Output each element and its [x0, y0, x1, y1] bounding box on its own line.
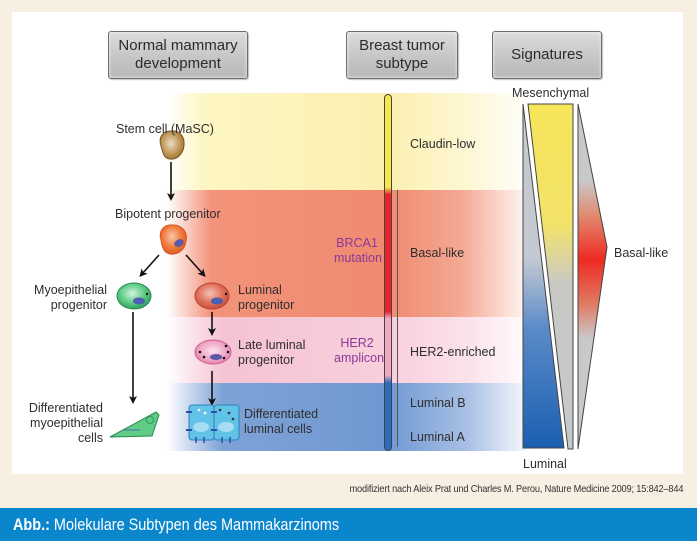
myoepithelial-progenitor-icon: [116, 282, 152, 310]
luminal-progenitor-icon: [194, 282, 230, 310]
figure-caption-bar: Abb.: Molekulare Subtypen des Mammakarzi…: [0, 508, 697, 541]
arrow-to-myoepithelial: [139, 254, 160, 277]
subtype-claudin-low: Claudin-low: [410, 137, 476, 151]
bipotent-progenitor-icon: [159, 224, 187, 255]
late-luminal-progenitor-icon: [194, 339, 232, 365]
stem-cell-icon: [159, 130, 185, 160]
signature-mesenchymal-label: Mesenchymal: [512, 86, 590, 100]
subtype-luminal-a: Luminal A: [410, 430, 465, 444]
signature-luminal-label: Luminal: [523, 457, 567, 471]
arrow-to-luminal: [185, 254, 206, 277]
signature-basal-like-triangle: [577, 103, 608, 450]
subtype-basal-like: Basal-like: [410, 246, 465, 260]
caption-prefix: Abb.:: [13, 515, 50, 534]
header-line-1: Breast tumor: [359, 37, 445, 54]
signature-mesenchymal-luminal-triangles: [522, 103, 574, 450]
diff-luminal-cells-icon: [186, 404, 240, 443]
diff-myoepithelial-cell-icon: [109, 411, 160, 438]
subtype-color-bar: [384, 94, 392, 451]
subtype-divider: [397, 190, 398, 447]
label-bipotent-progenitor: Bipotent progenitor: [115, 207, 221, 221]
caption-text: Molekulare Subtypen des Mammakarzinoms: [49, 515, 340, 534]
header-line-1: Normal mammary: [118, 37, 238, 54]
header-signatures: Signatures: [492, 31, 602, 79]
header-line-2: subtype: [375, 55, 429, 72]
subtype-her2-enriched: HER2-enriched: [410, 345, 496, 359]
label-stem-cell: Stem cell (MaSC): [116, 122, 214, 136]
source-credit: modifiziert nach Aleix Prat und Charles …: [349, 483, 683, 495]
signature-basal-like-label: Basal-like: [614, 246, 669, 260]
header-line-2: development: [135, 55, 221, 72]
subtype-luminal-b: Luminal B: [410, 396, 466, 410]
band-claudin-low: [167, 93, 534, 190]
